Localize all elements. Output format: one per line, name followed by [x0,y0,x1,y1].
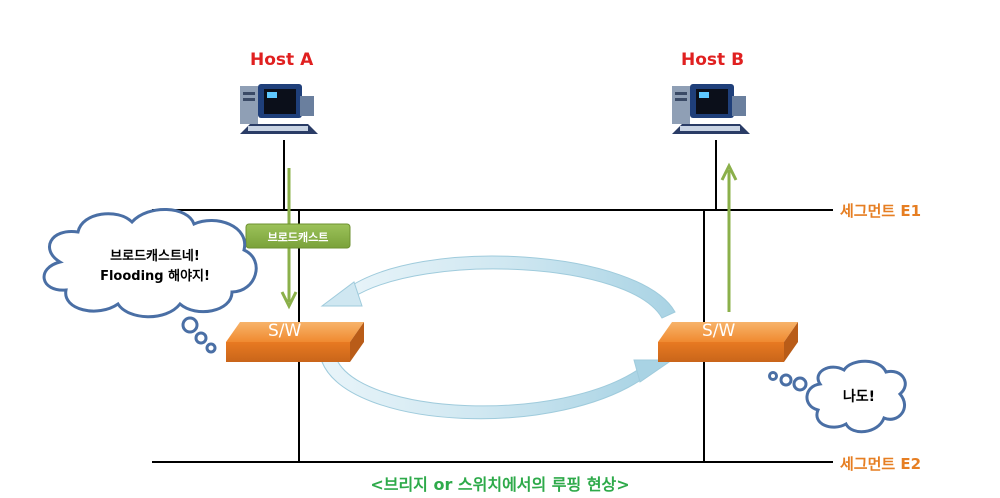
cloud-right-text: 나도! [842,389,876,405]
switch-left [226,322,364,362]
diagram-caption: <브리지 or 스위치에서의 루핑 현상> [370,475,630,494]
switch-left-label: S/W [268,321,302,341]
broadcast-tag-label: 브로드캐스트 [267,231,329,244]
switch-right [658,322,798,362]
segment-e2-label: 세그먼트 E2 [840,455,922,473]
broadcast-tag [245,223,351,249]
computer-icon-host-b [672,84,750,134]
thought-cloud-left [42,208,258,354]
host-b-label: Host B [681,50,745,70]
cloud-left-text-line1: 브로드캐스트네! [110,249,200,264]
loop-arrow-upper [320,255,676,319]
switch-right-label: S/W [702,321,736,341]
host-a-label: Host A [250,50,314,70]
computer-icon-host-a [240,84,318,134]
flood-arrow-up [720,162,738,312]
segment-e1-label: 세그먼트 E1 [840,202,922,220]
thought-cloud-right [768,359,907,434]
cloud-left-text-line2: Flooding 해야지! [100,269,210,284]
loop-arrow-lower [321,357,674,420]
